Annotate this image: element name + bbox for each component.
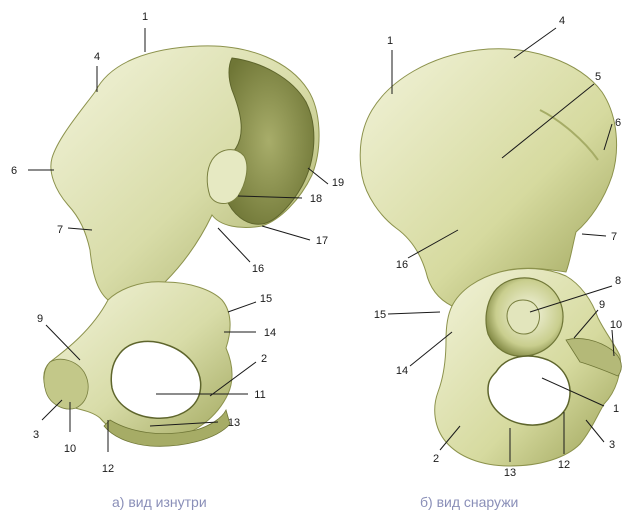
caption-inner-view: а) вид изнутри <box>112 494 207 510</box>
right-label-6: 6 <box>615 117 621 129</box>
left-bone-drawing <box>44 46 319 446</box>
left-label-18: 18 <box>310 193 322 205</box>
left-label-2: 2 <box>261 353 267 365</box>
right-label-1: 1 <box>387 35 393 47</box>
left-label-9: 9 <box>37 313 43 325</box>
right-label-7: 7 <box>611 231 617 243</box>
left-label-17: 17 <box>316 235 328 247</box>
left-label-6: 6 <box>11 165 17 177</box>
right-label-12: 12 <box>558 459 570 471</box>
right-label-4: 4 <box>559 15 565 27</box>
left-label-10: 10 <box>64 443 76 455</box>
right-label-14: 14 <box>396 365 408 377</box>
right-label-9: 9 <box>599 299 605 311</box>
left-label-1: 1 <box>142 11 148 23</box>
right-bone-drawing <box>360 49 621 466</box>
right-label-16: 16 <box>396 259 408 271</box>
caption-outer-view: б) вид снаружи <box>420 494 518 510</box>
right-label-5: 5 <box>595 71 601 83</box>
right-label-2: 2 <box>433 453 439 465</box>
right-label-10: 10 <box>610 319 622 331</box>
left-label-19: 19 <box>332 177 344 189</box>
right-label-3: 3 <box>609 439 615 451</box>
left-label-4: 4 <box>94 51 100 63</box>
right-obturator-foramen <box>488 356 570 425</box>
right-label-1b: 1 <box>613 403 619 415</box>
left-label-16: 16 <box>252 263 264 275</box>
right-acetabular-fossa <box>507 300 539 334</box>
right-label-8: 8 <box>615 275 621 287</box>
right-label-13: 13 <box>504 467 516 479</box>
left-label-3: 3 <box>33 429 39 441</box>
right-label-15: 15 <box>374 309 386 321</box>
left-label-7: 7 <box>57 224 63 236</box>
left-label-14: 14 <box>264 327 276 339</box>
left-label-13: 13 <box>228 417 240 429</box>
left-label-11: 11 <box>254 389 265 401</box>
left-label-15: 15 <box>260 293 272 305</box>
left-label-12: 12 <box>102 463 114 475</box>
